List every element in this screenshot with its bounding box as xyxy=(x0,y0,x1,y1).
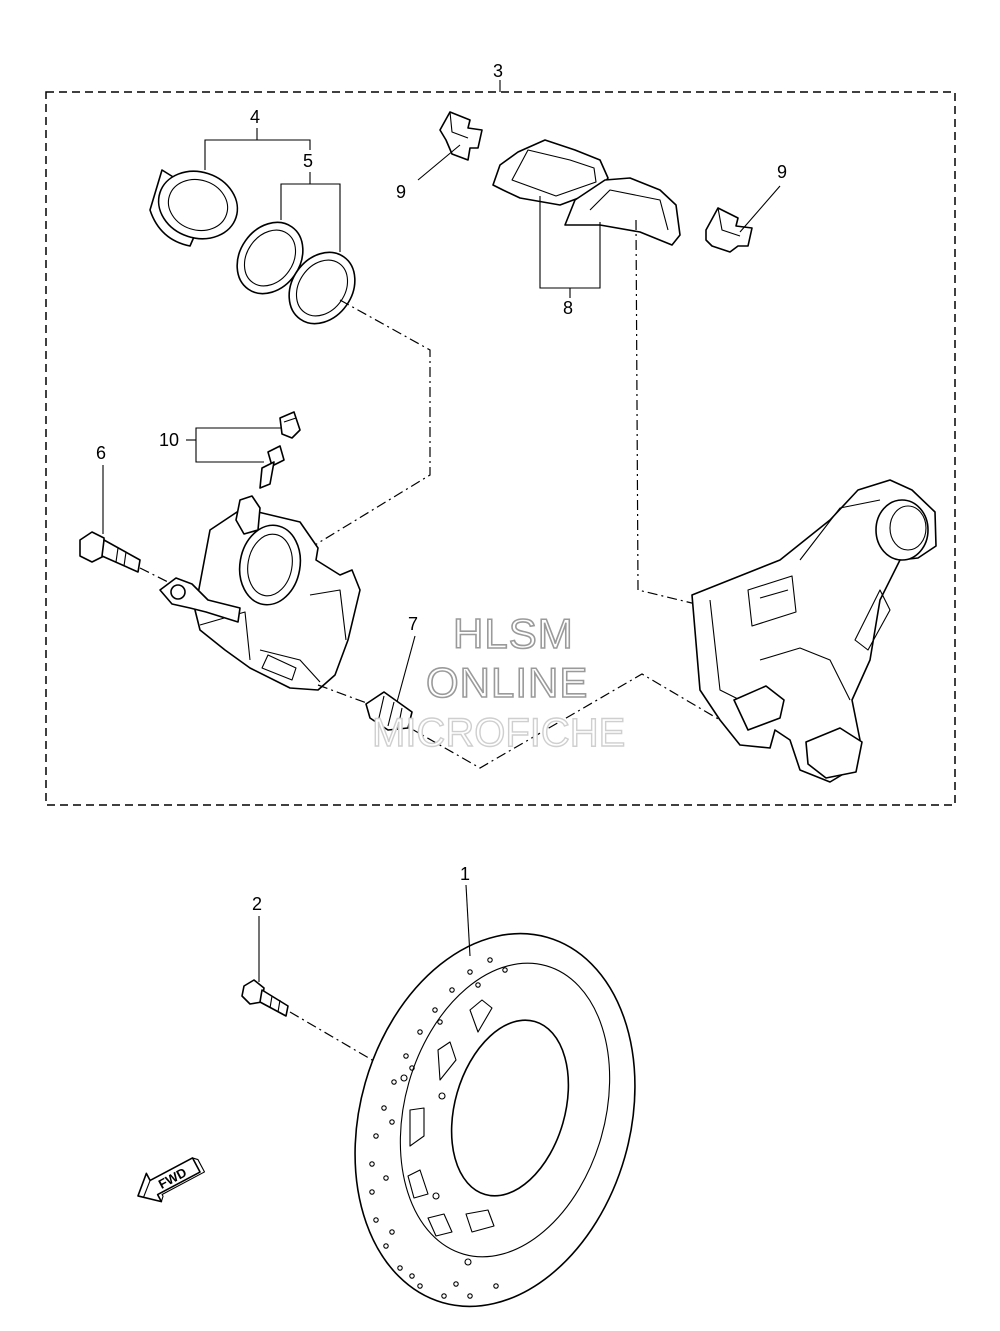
brake-disc[interactable] xyxy=(313,900,677,1331)
callout-9a[interactable]: 9 xyxy=(396,182,406,202)
caliper-slide-pin-boot[interactable] xyxy=(365,691,413,731)
watermark-line3: MICROFICHE xyxy=(372,711,625,755)
caliper-assembly-group-box xyxy=(45,91,956,806)
piston[interactable] xyxy=(149,161,246,248)
callout-5[interactable]: 5 xyxy=(303,151,313,171)
watermark-line2: ONLINE xyxy=(426,659,588,706)
callout-2[interactable]: 2 xyxy=(252,894,262,914)
brake-pad-kit[interactable] xyxy=(492,139,681,246)
callout-6[interactable]: 6 xyxy=(96,443,106,463)
watermark: HLSM ONLINE MICROFICHE xyxy=(371,609,626,756)
disc-vent-holes xyxy=(407,999,495,1237)
disc-drill-holes xyxy=(369,957,508,1299)
callout-1[interactable]: 1 xyxy=(460,864,470,884)
callout-3[interactable]: 3 xyxy=(493,61,503,81)
fwd-label: FWD xyxy=(156,1165,189,1192)
callout-7[interactable]: 7 xyxy=(408,614,418,634)
caliper-bracket[interactable] xyxy=(691,479,937,783)
brake-caliper[interactable] xyxy=(159,495,361,691)
bleed-screw-cap[interactable] xyxy=(279,411,301,439)
piston-seal-kit[interactable] xyxy=(224,210,369,337)
callout-9b[interactable]: 9 xyxy=(777,162,787,182)
pad-clip-left[interactable] xyxy=(439,111,483,161)
caliper-bolt[interactable] xyxy=(79,531,141,573)
watermark-line1: HLSM xyxy=(453,610,574,657)
callout-8[interactable]: 8 xyxy=(563,298,573,318)
callout-10[interactable]: 10 xyxy=(159,430,179,450)
callout-4[interactable]: 4 xyxy=(250,107,260,127)
pad-clip-right[interactable] xyxy=(705,207,753,253)
disc-bolt[interactable] xyxy=(241,979,289,1017)
bleed-screw[interactable] xyxy=(259,445,285,489)
disc-mount-holes xyxy=(400,1074,472,1266)
fwd-arrow-icon: FWD xyxy=(137,1157,206,1203)
